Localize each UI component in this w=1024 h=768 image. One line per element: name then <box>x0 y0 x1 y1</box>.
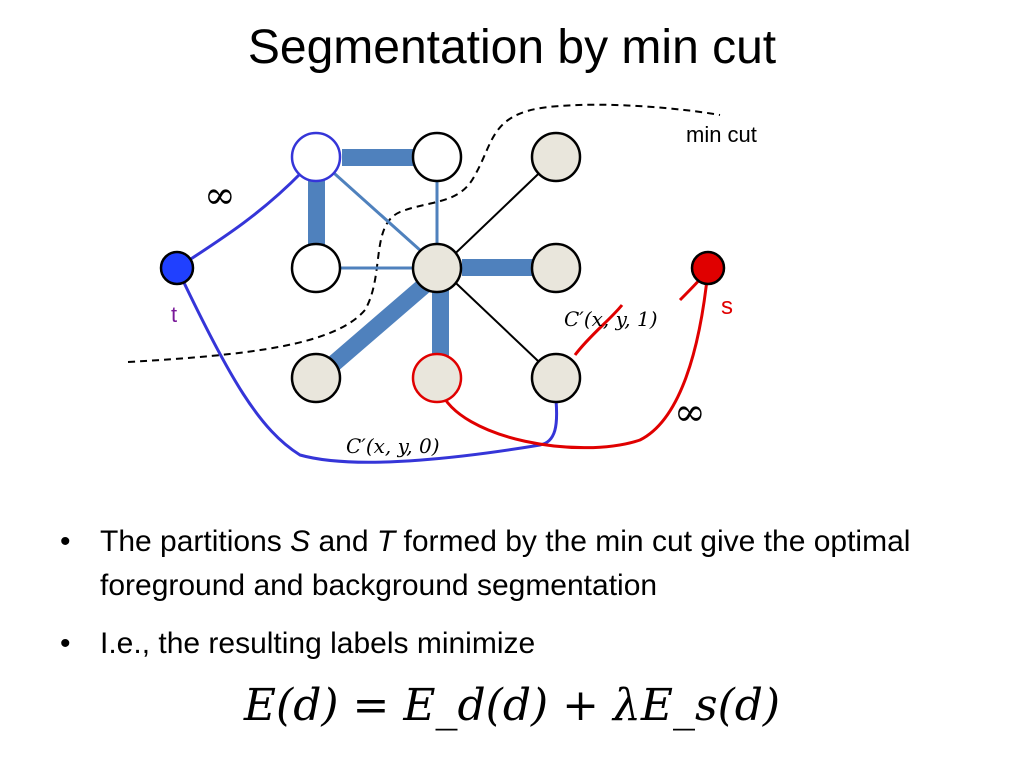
source-label: s <box>721 293 733 320</box>
bullet-1-pre: The partitions <box>100 525 291 558</box>
edge-center-topright <box>439 156 557 269</box>
bullet-item-1: • The partitions S and T formed by the m… <box>60 520 980 608</box>
graph-diagram: min cut t s ∞ ∞ C′(x, y, 1) C′(x, y, 0) <box>127 103 757 464</box>
bullet-marker: • <box>60 525 71 558</box>
energy-equation: E(d) = E_d(d) + λE_s(d) <box>0 676 1024 736</box>
bullet-list: • The partitions S and T formed by the m… <box>60 520 980 666</box>
node-top-right <box>530 131 582 183</box>
source-edge-bottomright <box>573 304 624 356</box>
partition-t: T <box>376 525 396 558</box>
node-bottom-left <box>290 352 342 404</box>
edge-center-bottomright <box>439 267 557 379</box>
thick-edge-top <box>342 149 417 166</box>
node-mid-right <box>530 242 582 294</box>
bullet-item-2: • I.e., the resulting labels minimize <box>60 622 980 666</box>
thick-edge-left <box>308 178 325 258</box>
min-cut-label: min cut <box>686 122 757 147</box>
infinity-right-label: ∞ <box>674 390 706 434</box>
equation-text: E(d) = E_d(d) + λE_s(d) <box>243 680 781 731</box>
thick-edge-down <box>432 285 449 365</box>
cost-label-source: C′(x, y, 1) <box>564 307 658 331</box>
sink-edge-topleft <box>176 170 304 270</box>
thick-edge-diagonal <box>318 278 432 378</box>
thick-edges <box>308 149 537 378</box>
min-cut-curve <box>127 103 721 363</box>
cost-label-sink: C′(x, y, 0) <box>346 434 440 458</box>
slide-title: Segmentation by min cut <box>247 21 777 74</box>
nodes <box>159 131 726 404</box>
bullet-1-mid: and <box>310 525 377 558</box>
node-bottom-right <box>530 352 582 404</box>
node-bottom-mid <box>411 352 463 404</box>
source-node <box>690 250 726 286</box>
partition-s: S <box>290 525 311 558</box>
edge-topleft-center-blue <box>314 155 442 270</box>
sink-edges <box>175 170 559 464</box>
node-mid-left <box>290 242 342 294</box>
node-top-mid <box>411 131 463 183</box>
bullet-1-post: formed by the min cut give the optimal f… <box>100 525 911 602</box>
source-edges <box>438 269 710 450</box>
bullet-marker: • <box>60 627 71 660</box>
bullet-2-text: I.e., the resulting labels minimize <box>100 627 536 660</box>
infinity-left-label: ∞ <box>204 173 236 217</box>
sink-label: t <box>171 302 177 327</box>
source-edge-bottommid <box>438 269 710 450</box>
node-center <box>411 242 463 294</box>
node-top-left <box>290 131 342 183</box>
sink-edge-bottomright <box>175 267 559 464</box>
sink-node <box>159 250 195 286</box>
thick-edge-right <box>462 259 537 276</box>
